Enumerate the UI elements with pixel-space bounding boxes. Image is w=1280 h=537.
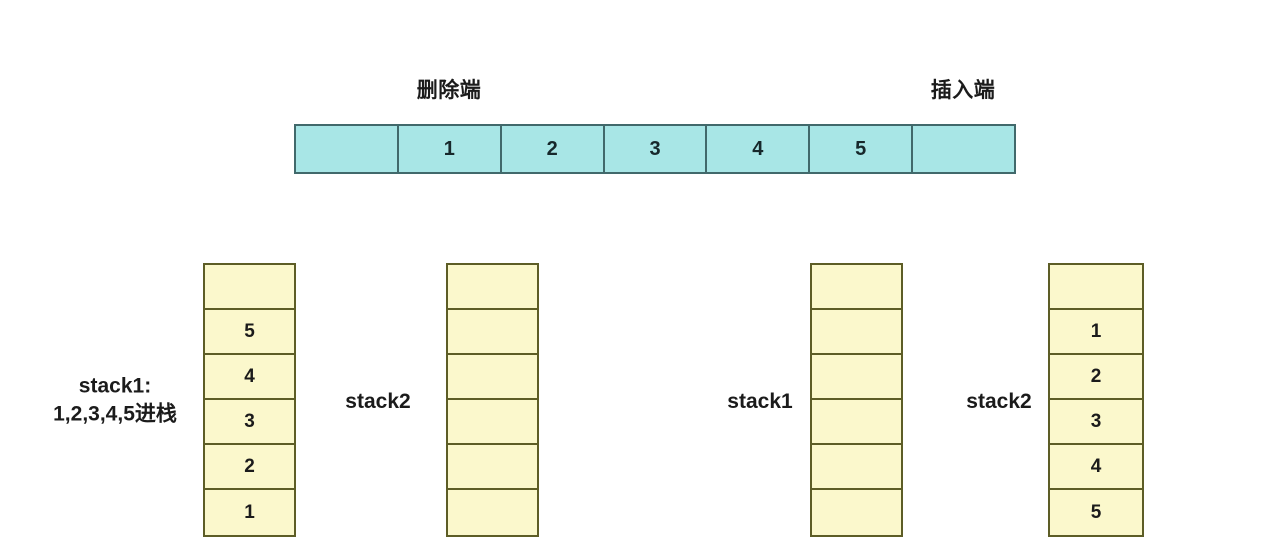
stack-column: 1 2 3 4 5 [1048,263,1144,537]
stack-column [446,263,539,537]
stack-caption: stack2 [966,388,1031,416]
queue-cell [913,126,1015,172]
queue-delete-end-label: 删除端 [416,79,482,102]
stack-cell: 4 [205,355,294,400]
stack-column [810,263,903,537]
queue-cell: 2 [501,126,605,172]
queue-cell: 5 [810,126,914,172]
stack-caption-line1: stack1 [727,390,793,414]
queue-cell: 3 [604,126,708,172]
stack-caption: stack2 [345,388,410,416]
stack-cell [812,265,901,310]
stack-caption-line1: stack1: [78,374,152,398]
stack-cell [812,400,901,445]
queue-insert-end-label: 插入端 [930,79,996,102]
queue-cell: 1 [398,126,502,172]
stack-cell [448,265,537,310]
stack-cell: 1 [205,490,294,535]
stack-cell: 5 [1050,490,1142,535]
stack-cell: 2 [1050,355,1142,400]
stack-cell: 5 [205,310,294,355]
stack-cell [448,490,537,535]
stack-cell: 3 [205,400,294,445]
stack-cell [205,265,294,310]
stack-cell: 3 [1050,400,1142,445]
stack-cell: 4 [1050,445,1142,490]
stack-cell [448,400,537,445]
stack-caption-line1: stack2 [345,390,411,414]
queue-cell: 4 [707,126,811,172]
stack-cell [812,355,901,400]
stack-caption-line1: stack2 [966,390,1032,414]
stack-caption: stack1 [727,388,792,416]
stack-cell [1050,265,1142,310]
stack-caption-line2: 1,2,3,4,5进栈 [53,402,177,425]
stack-cell [448,310,537,355]
queue-strip: 1 2 3 4 5 [294,124,1016,174]
stack-cell [812,490,901,535]
queue-cell [296,126,399,172]
stack-cell [812,310,901,355]
stack-caption: stack1: 1,2,3,4,5进栈 [53,372,177,427]
stack-cell [448,355,537,400]
stack-cell [812,445,901,490]
stack-cell: 2 [205,445,294,490]
stack-cell: 1 [1050,310,1142,355]
stack-cell [448,445,537,490]
stack-column: 5 4 3 2 1 [203,263,296,537]
